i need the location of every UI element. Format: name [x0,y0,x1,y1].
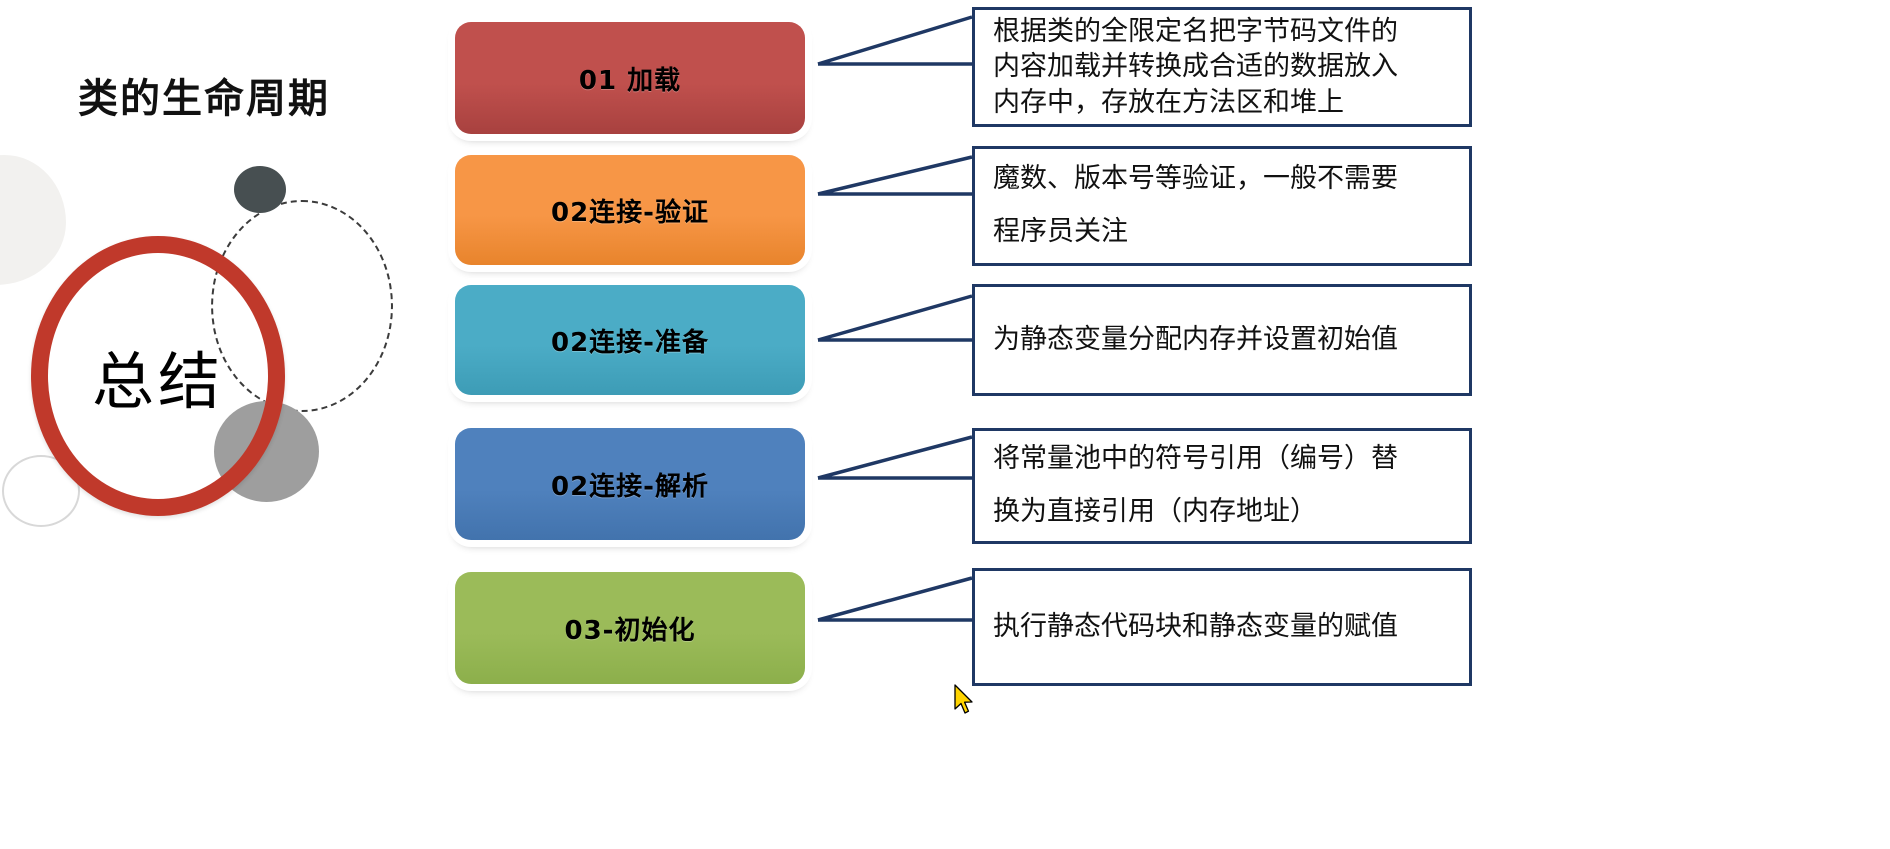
callout-line: 程序员关注 [993,216,1128,247]
stage-box-initialize[interactable]: 03-初始化 [455,572,805,684]
stage-box-loading[interactable]: 01 加载 [455,22,805,134]
callout-line: 换为直接引用（内存地址） [993,496,1317,527]
page-title: 类的生命周期 [78,76,330,122]
callout-line: 为静态变量分配内存并设置初始值 [993,324,1398,356]
callout-line: 执行静态代码块和静态变量的赋值 [993,611,1398,643]
callout-initialize[interactable]: 执行静态代码块和静态变量的赋值 [972,568,1472,686]
mouse-pointer-icon [954,684,973,714]
callout-prepare[interactable]: 为静态变量分配内存并设置初始值 [972,284,1472,396]
stage-label: 02连接-验证 [551,197,709,228]
decorative-dark-dot [234,166,286,213]
stage-label: 02连接-准备 [551,327,709,358]
callout-loading[interactable]: 根据类的全限定名把字节码文件的 内容加载并转换成合适的数据放入 内存中，存放在方… [972,7,1472,127]
callout-line: 根据类的全限定名把字节码文件的 [993,15,1398,47]
stage-box-resolve[interactable]: 02连接-解析 [455,428,805,540]
connector-lines [817,15,973,622]
stage-box-verify[interactable]: 02连接-验证 [455,155,805,265]
callout-line: 魔数、版本号等验证，一般不需要 [993,163,1398,195]
callout-line: 将常量池中的符号引用（编号）替 [993,443,1398,475]
callout-resolve[interactable]: 将常量池中的符号引用（编号）替 换为直接引用（内存地址） [972,428,1472,544]
summary-ring-label: 总结 [91,345,224,418]
decorative-outline-circle [2,455,80,527]
callout-line: 内容加载并转换成合适的数据放入 [993,51,1398,83]
stage-label: 03-初始化 [564,615,696,646]
stage-label: 01 加载 [578,65,682,96]
callout-line: 内存中，存放在方法区和堆上 [993,86,1344,118]
stage-box-prepare[interactable]: 02连接-准备 [455,285,805,395]
callout-verify[interactable]: 魔数、版本号等验证，一般不需要 程序员关注 [972,146,1472,266]
stage-label: 02连接-解析 [551,471,709,502]
